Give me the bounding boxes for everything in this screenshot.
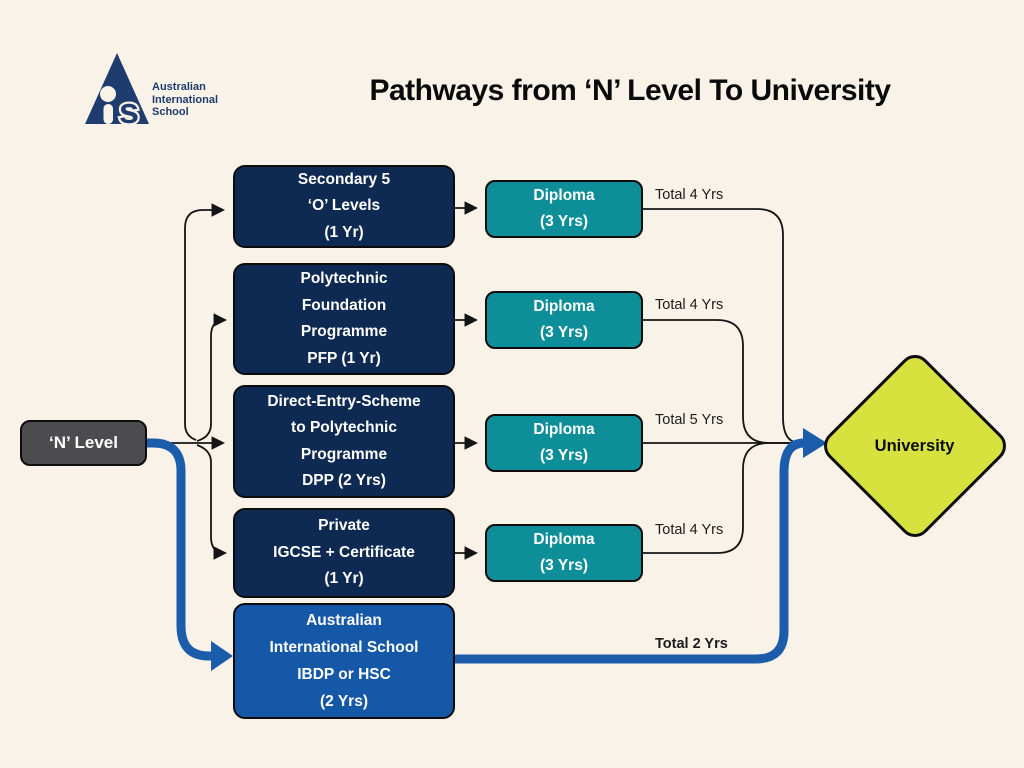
node-private-igcse: Private IGCSE + Certificate (1 Yr) xyxy=(233,508,455,598)
diploma-line: Diploma xyxy=(533,421,595,438)
node-n-level: ‘N’ Level xyxy=(20,420,147,466)
total-label-row3: Total 5 Yrs xyxy=(655,412,724,428)
university-label: University xyxy=(875,436,955,455)
program-line: Polytechnic xyxy=(300,270,388,287)
n-level-label: ‘N’ Level xyxy=(49,433,118,452)
program-line: (1 Yr) xyxy=(324,223,364,241)
node-diploma-1: Diploma (3 Yrs) xyxy=(485,180,643,238)
connector-diploma2-to-university xyxy=(643,319,817,444)
node-diploma-3: Diploma (3 Yrs) xyxy=(485,414,643,472)
logo-line: Australian xyxy=(152,81,206,93)
node-diploma-2: Diploma (3 Yrs) xyxy=(485,291,643,349)
program-line: Programme xyxy=(300,323,388,340)
program-line: IGCSE + Certificate xyxy=(273,543,415,561)
ais-arrowhead-in xyxy=(211,641,233,671)
connector-diploma1-to-university xyxy=(643,208,817,444)
program-line: to Polytechnic xyxy=(291,419,397,436)
diploma-line: (3 Yrs) xyxy=(540,324,588,341)
diploma-line: Diploma xyxy=(533,187,595,204)
total-label-row4: Total 4 Yrs xyxy=(655,522,724,538)
program-line: PFP (1 Yr) xyxy=(307,349,381,367)
connector-n-to-ais-blue xyxy=(147,438,212,661)
node-direct-entry-scheme: Direct-Entry-Scheme to Polytechnic Progr… xyxy=(233,385,455,498)
node-secondary5-o-levels: Secondary 5 ‘O’ Levels (1 Yr) xyxy=(233,165,455,248)
ais-arrowhead-university xyxy=(803,428,827,458)
total-label-ais: Total 2 Yrs xyxy=(655,636,728,652)
total-label-row2: Total 4 Yrs xyxy=(655,297,724,313)
ais-triangle-logo-icon: s xyxy=(85,53,149,128)
program-line: Foundation xyxy=(301,296,387,314)
diploma-line: Diploma xyxy=(533,531,595,548)
diploma-line: (3 Yrs) xyxy=(540,213,588,230)
program-line: (1 Yr) xyxy=(324,570,364,588)
school-logo: s Australian International School xyxy=(82,50,242,130)
program-line: Private xyxy=(318,517,370,535)
connector-ais-to-university-blue xyxy=(455,438,805,664)
program-line: Programme xyxy=(300,445,388,463)
logo-line: School xyxy=(152,106,189,118)
program-line: Direct-Entry-Scheme xyxy=(267,392,421,410)
page-title: Pathways from ‘N’ Level To University xyxy=(369,74,891,107)
program-line: DPP (2 Yrs) xyxy=(302,472,386,489)
logo-line: International xyxy=(152,93,219,106)
diploma-line: (3 Yrs) xyxy=(540,447,588,464)
school-logo-text: Australian International School xyxy=(152,81,218,119)
svg-text:s: s xyxy=(119,90,139,128)
node-diploma-4: Diploma (3 Yrs) xyxy=(485,524,643,582)
diploma-line: Diploma xyxy=(533,298,595,315)
total-label-row1: Total 4 Yrs xyxy=(655,187,724,203)
connector-n-to-secondary5 xyxy=(184,203,226,441)
diploma-line: (3 Yrs) xyxy=(540,557,588,574)
connector-n-to-private xyxy=(196,444,228,560)
program-line: Secondary 5 xyxy=(297,170,391,188)
node-ais-ibdp-hsc: Australian International School IBDP or … xyxy=(233,603,455,719)
connector-n-to-pfp xyxy=(196,313,228,442)
program-line: International School xyxy=(269,639,419,656)
program-line: (2 Yrs) xyxy=(320,693,368,710)
node-polytechnic-foundation-programme: Polytechnic Foundation Programme PFP (1 … xyxy=(233,263,455,375)
program-line: IBDP or HSC xyxy=(297,666,391,683)
program-line: Australian xyxy=(306,612,382,629)
connector-diploma4-to-university xyxy=(643,442,770,554)
program-line: ‘O’ Levels xyxy=(307,197,381,215)
